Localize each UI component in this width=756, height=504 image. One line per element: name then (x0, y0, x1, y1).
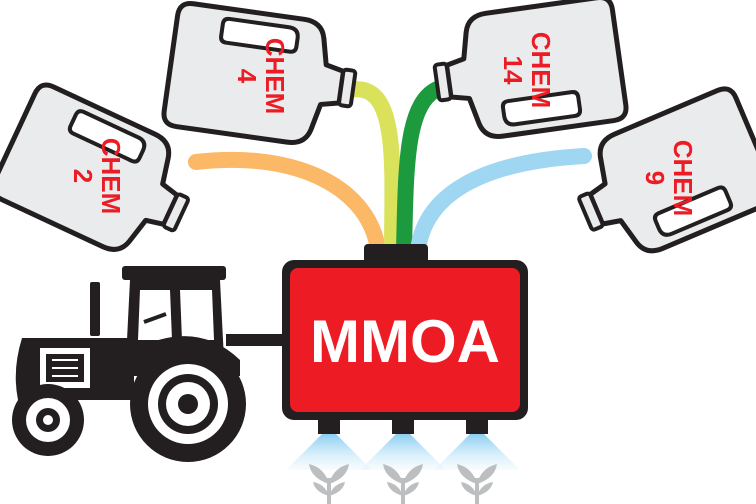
jug-label-number: 2 (68, 169, 98, 183)
tractor-icon (12, 266, 290, 462)
hose-chem-2 (196, 160, 378, 250)
jug-chem-14: CHEM 14 (428, 0, 627, 144)
tank-icon: MMOA (282, 244, 528, 420)
jug-label-chem: CHEM (668, 140, 698, 217)
spray-system (286, 418, 520, 470)
jug-label-chem: CHEM (260, 38, 290, 115)
hose-chem-9 (418, 156, 584, 250)
jug-label-chem: CHEM (96, 138, 126, 215)
jug-label-number: 4 (232, 69, 262, 84)
jug-label-chem: CHEM (526, 32, 556, 109)
jug-label-number: 14 (498, 56, 528, 85)
jug-label-number: 9 (640, 171, 670, 185)
spray-nozzle-icon (318, 418, 488, 434)
tank-label: MMOA (310, 308, 500, 375)
jug-chem-4: CHEM 4 (162, 2, 361, 150)
